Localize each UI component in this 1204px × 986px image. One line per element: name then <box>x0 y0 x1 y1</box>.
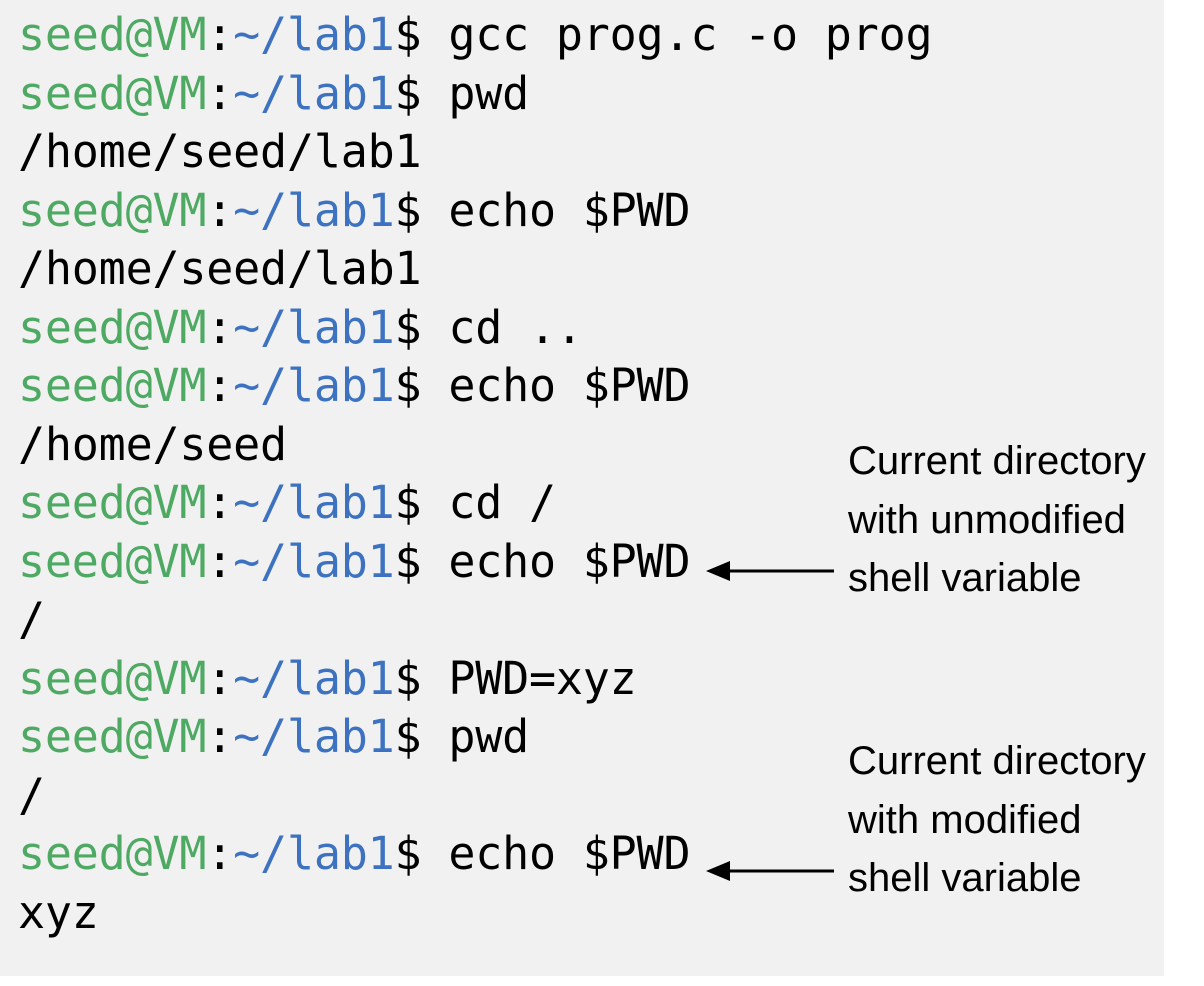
terminal-prompt-line: seed@VM:~/lab1$ echo $PWD <box>18 825 1018 884</box>
prompt-user-host: seed@VM <box>18 300 207 354</box>
prompt-sigil: $ <box>394 534 422 588</box>
terminal-output-text: xyz <box>18 885 99 939</box>
terminal-output-line: / <box>18 591 1018 650</box>
prompt-user-host: seed@VM <box>18 183 207 237</box>
prompt-user-host: seed@VM <box>18 534 207 588</box>
prompt-separator: : <box>206 710 234 763</box>
prompt-path: ~/lab1 <box>233 66 395 120</box>
prompt-path: ~/lab1 <box>233 300 395 354</box>
terminal-prompt-line: seed@VM:~/lab1$ echo $PWD <box>18 533 1018 592</box>
terminal-command: cd .. <box>421 300 583 354</box>
prompt-user-host: seed@VM <box>18 359 207 412</box>
annotation-unmodified-shell-variable: Current directory with unmodified shell … <box>848 439 1146 600</box>
prompt-separator: : <box>206 476 234 529</box>
terminal-output-text: / <box>18 593 45 646</box>
prompt-path: ~/lab1 <box>233 476 395 529</box>
terminal-prompt-line: seed@VM:~/lab1$ pwd <box>18 708 1018 767</box>
prompt-user-host: seed@VM <box>18 651 207 705</box>
prompt-path: ~/lab1 <box>233 651 395 705</box>
terminal-prompt-line: seed@VM:~/lab1$ cd .. <box>18 299 1018 358</box>
prompt-separator: : <box>206 183 234 237</box>
terminal-output-line: xyz <box>18 884 1018 943</box>
terminal-prompt-line: seed@VM:~/lab1$ echo $PWD <box>18 357 1018 416</box>
terminal-output-text: /home/seed <box>18 417 287 471</box>
prompt-user-host: seed@VM <box>18 476 207 529</box>
prompt-sigil: $ <box>394 710 422 763</box>
prompt-sigil: $ <box>394 359 422 412</box>
prompt-path: ~/lab1 <box>233 534 395 588</box>
terminal-output-line: / <box>18 767 1018 826</box>
prompt-separator: : <box>206 827 234 880</box>
terminal-command: PWD=xyz <box>421 651 637 705</box>
prompt-separator: : <box>206 8 234 61</box>
terminal-command: echo $PWD <box>421 183 691 237</box>
prompt-user-host: seed@VM <box>18 827 207 880</box>
prompt-separator: : <box>206 66 234 120</box>
terminal-output-line: /home/seed/lab1 <box>18 123 1018 182</box>
terminal-output-text: /home/seed/lab1 <box>18 242 422 295</box>
callout-arrow-unmodified <box>706 558 834 584</box>
terminal-prompt-line: seed@VM:~/lab1$ pwd <box>18 65 1018 124</box>
terminal-output-text: /home/seed/lab1 <box>18 125 422 178</box>
prompt-path: ~/lab1 <box>233 183 395 237</box>
prompt-user-host: seed@VM <box>18 8 207 61</box>
terminal-prompt-line: seed@VM:~/lab1$ cd / <box>18 474 1018 533</box>
prompt-separator: : <box>206 534 234 588</box>
prompt-sigil: $ <box>394 300 422 354</box>
prompt-path: ~/lab1 <box>233 359 395 412</box>
terminal-prompt-line: seed@VM:~/lab1$ PWD=xyz <box>18 650 1018 709</box>
prompt-sigil: $ <box>394 651 422 705</box>
prompt-sigil: $ <box>394 476 422 529</box>
prompt-separator: : <box>206 651 234 705</box>
prompt-user-host: seed@VM <box>18 710 207 763</box>
prompt-path: ~/lab1 <box>233 827 395 880</box>
prompt-user-host: seed@VM <box>18 66 207 120</box>
terminal-command: echo $PWD <box>421 359 691 412</box>
prompt-separator: : <box>206 359 234 412</box>
prompt-sigil: $ <box>394 183 422 237</box>
prompt-path: ~/lab1 <box>233 710 395 763</box>
terminal-command: pwd <box>421 66 529 120</box>
terminal-output-line: /home/seed <box>18 416 1018 475</box>
prompt-separator: : <box>206 300 234 354</box>
terminal-output-text: / <box>18 768 45 822</box>
callout-arrow-modified <box>706 858 834 884</box>
prompt-sigil: $ <box>394 66 422 120</box>
terminal-command: echo $PWD <box>421 534 691 588</box>
terminal-prompt-line: seed@VM:~/lab1$ gcc prog.c -o prog <box>18 6 1018 65</box>
prompt-path: ~/lab1 <box>233 8 395 61</box>
terminal-command: cd / <box>421 476 556 529</box>
terminal-prompt-line: seed@VM:~/lab1$ echo $PWD <box>18 182 1018 241</box>
prompt-sigil: $ <box>394 8 422 61</box>
terminal-output-line: /home/seed/lab1 <box>18 240 1018 299</box>
terminal-command: echo $PWD <box>421 827 691 880</box>
terminal-command: pwd <box>421 710 529 763</box>
terminal-command: gcc prog.c -o prog <box>421 8 933 61</box>
annotation-modified-shell-variable: Current directory with modified shell va… <box>848 739 1146 900</box>
prompt-sigil: $ <box>394 827 422 880</box>
